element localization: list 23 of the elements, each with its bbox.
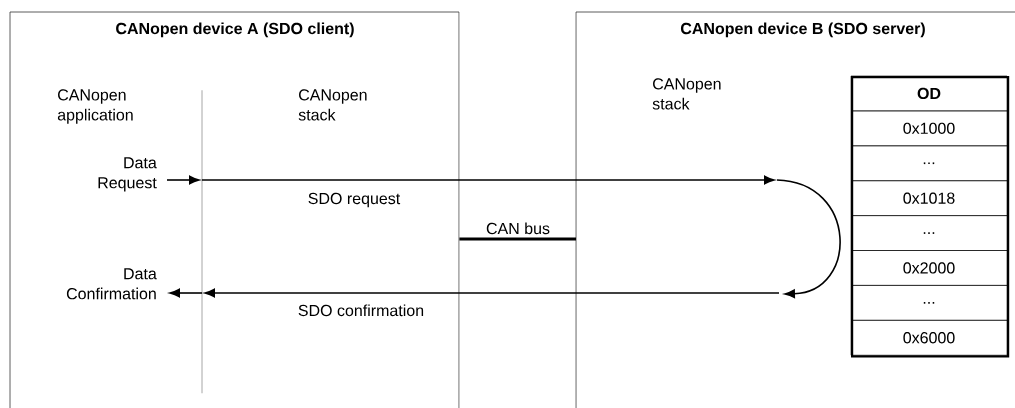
layer-label: CANopen stack: [298, 89, 367, 121]
edge-label: CAN bus: [485, 221, 551, 236]
table-cell: 0x6000: [850, 320, 1008, 356]
edge-label: SDO confirmation: [296, 303, 426, 318]
table-cell: ...: [850, 215, 1008, 251]
action-label: Data Confirmation: [66, 268, 157, 300]
table-cell: ...: [850, 285, 1008, 321]
arrow: [169, 288, 203, 298]
arrow: [166, 175, 200, 185]
layer-label: CANopen application: [57, 89, 133, 124]
action-label: Data Request: [98, 157, 157, 192]
arrow: [204, 288, 780, 298]
edge-label: SDO request: [306, 191, 402, 209]
lifeline: [201, 90, 203, 394]
object-dictionary-table: [850, 75, 1010, 358]
table-cell: OD: [850, 75, 1008, 112]
table-cell: 0x2000: [850, 250, 1008, 286]
bus-line: [459, 237, 576, 241]
table-cell: 0x1000: [850, 110, 1008, 147]
table-cell: ...: [850, 145, 1008, 181]
arrow: [201, 175, 775, 185]
table-cell: 0x1018: [850, 180, 1008, 216]
layer-label: CANopen stack: [652, 78, 721, 110]
